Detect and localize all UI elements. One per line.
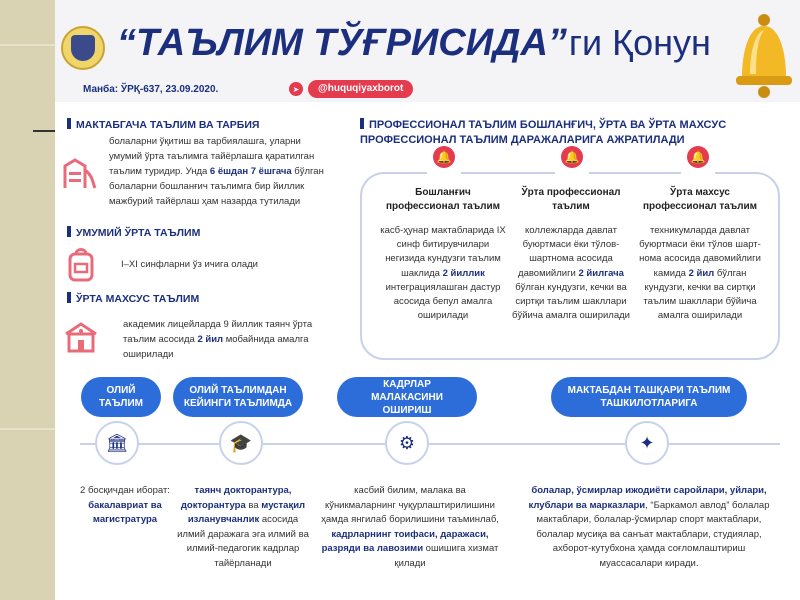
col3-text: техникумларда давлат буюртмаси ёки тўлов…	[639, 225, 761, 322]
special-title: ЎРТА МАХСУС ТАЪЛИМ	[67, 292, 199, 305]
pill-qualification: КАДРЛАР МАЛАКАСИНИ ОШИРИШ	[337, 377, 477, 417]
backpack-icon	[68, 248, 94, 282]
preschool-title: МАКТАБГАЧА ТАЪЛИМ ВА ТАРБИЯ	[67, 118, 259, 131]
university-building-icon: 🏛	[95, 421, 139, 465]
qualification-text: касбий билим, малака ва кўникмаларнинг ч…	[321, 485, 499, 569]
pill-postgraduate: ОЛИЙ ТАЪЛИМДАН КЕЙИНГИ ТАЪЛИМДА	[173, 377, 303, 417]
professional-title: ПРОФЕССИОНАЛ ТАЪЛИМ БОШЛАНҒИЧ, ЎРТА ВА Ў…	[360, 118, 727, 146]
extracurricular-text: болалар, ўсмирлар ижодиёти саройлари, уй…	[528, 485, 770, 569]
slide-line-top	[0, 44, 56, 46]
col3-head: Ўрта махсус профессионал таълим	[642, 187, 758, 212]
emblem-logo	[61, 26, 105, 70]
col2-head: Ўрта профессионал таълим	[521, 187, 621, 212]
page-title: “ТАЪЛИМ ТЎҒРИСИДА” ги Қонун	[117, 22, 711, 82]
higher-education-text: 2 босқичдан иборат: бакалавриат ва магис…	[80, 485, 170, 526]
col2-badge: 🔔	[555, 146, 589, 174]
col1-badge: 🔔	[427, 146, 461, 174]
general-text: I–XI синфларни ўз ичига олади	[121, 259, 258, 270]
playground-slide-icon	[63, 158, 97, 189]
bell-badge-icon: 🔔	[687, 146, 709, 168]
title-rest: ги Қонун	[568, 22, 711, 63]
pill-higher-education: ОЛИЙ ТАЪЛИМ	[81, 377, 161, 417]
col3-badge: 🔔	[681, 146, 715, 174]
col1-text: касб-ҳунар мактабларида IX синф битирувч…	[380, 225, 506, 322]
telegram-icon: ➤	[289, 82, 303, 96]
school-building-icon	[65, 322, 97, 353]
graduation-cap-icon: 🎓	[219, 421, 263, 465]
timeline-line	[80, 443, 780, 445]
postgraduate-text: таянч докторантура, докторантура ва муст…	[177, 485, 309, 569]
sliders-icon: ⚙	[385, 421, 429, 465]
col1-head: Бошланғич профессионал таълим	[385, 187, 501, 212]
channel-handle[interactable]: @huquqiyaxborot	[308, 80, 414, 98]
preschool-text: болаларни ўқитиш ва тарбиялашга, уларни …	[109, 136, 324, 207]
special-text: академик лицейларда 9 йиллик таянч ўрта …	[123, 319, 313, 360]
col2-text: коллежларда давлат буюртмаси ёки тўлов-ш…	[512, 225, 630, 322]
puzzle-icon: ✦	[625, 421, 669, 465]
bell-badge-icon: 🔔	[433, 146, 455, 168]
pill-extracurricular: МАКТАБДАН ТАШҚАРИ ТАЪЛИМ ТАШКИЛОТЛАРИГА	[551, 377, 747, 417]
slide-dash	[33, 130, 55, 132]
slide-line-bottom	[0, 428, 56, 430]
header: “ТАЪЛИМ ТЎҒРИСИДА” ги Қонун Манба: ЎРҚ-6…	[55, 0, 800, 102]
source-text: Манба: ЎРҚ-637, 23.09.2020.	[83, 84, 219, 95]
general-title: УМУМИЙ ЎРТА ТАЪЛИМ	[67, 226, 200, 239]
bell-badge-icon: 🔔	[561, 146, 583, 168]
title-main: “ТАЪЛИМ ТЎҒРИСИДА”	[117, 22, 567, 64]
bell-icon	[736, 14, 792, 98]
infographic-sheet: “ТАЪЛИМ ТЎҒРИСИДА” ги Қонун Манба: ЎРҚ-6…	[55, 0, 800, 600]
